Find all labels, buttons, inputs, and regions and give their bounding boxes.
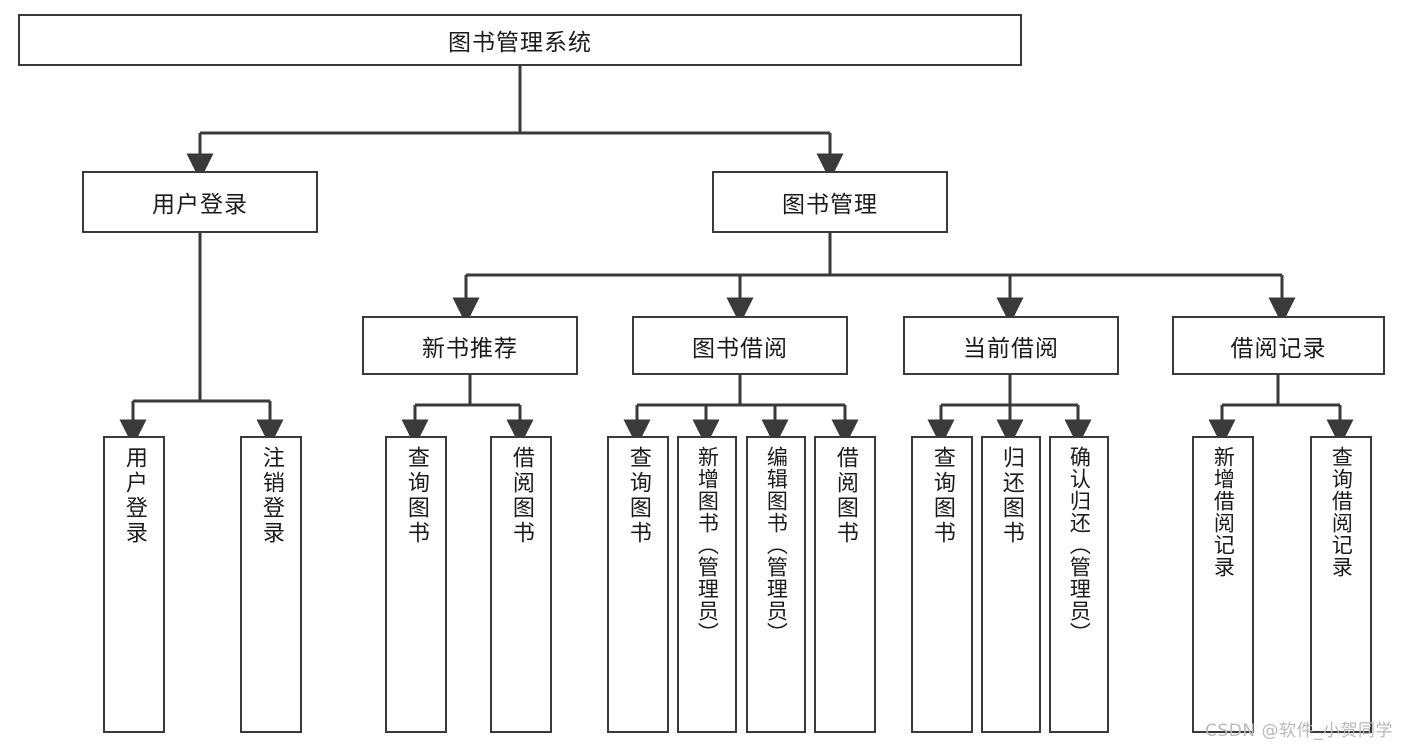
leaf-recommend-query-book[interactable]: 查询图书 <box>385 436 447 733</box>
leaf-label: 新增借阅记录 <box>1211 446 1236 578</box>
leaf-current-query-book[interactable]: 查询图书 <box>911 436 973 733</box>
node-borrow-record-label: 借阅记录 <box>1230 335 1327 362</box>
node-current-borrow[interactable]: 当前借阅 <box>903 316 1119 375</box>
node-borrow-record[interactable]: 借阅记录 <box>1172 316 1385 375</box>
leaf-label: 查询图书 <box>403 446 429 546</box>
node-new-book-recommend[interactable]: 新书推荐 <box>362 316 578 375</box>
leaf-label: 查询图书 <box>929 446 955 546</box>
leaf-label: 查询借阅记录 <box>1329 446 1354 578</box>
node-book-borrow-label: 图书借阅 <box>692 335 788 362</box>
leaf-label: 借阅图书 <box>832 446 858 546</box>
leaf-current-return-book[interactable]: 归还图书 <box>981 436 1041 733</box>
leaf-record-add-record[interactable]: 新增借阅记录 <box>1192 436 1254 733</box>
node-user-login[interactable]: 用户登录 <box>82 171 318 233</box>
leaf-label: 新增图书（管理员） <box>695 446 720 644</box>
leaf-borrow-add-book-admin[interactable]: 新增图书（管理员） <box>677 436 737 733</box>
node-root-label: 图书管理系统 <box>448 30 592 56</box>
watermark: CSDN @软件_小贺同学 <box>1205 721 1393 741</box>
node-root[interactable]: 图书管理系统 <box>18 14 1022 66</box>
leaf-user-login-logout[interactable]: 注销登录 <box>240 436 302 733</box>
leaf-label: 借阅图书 <box>508 446 534 546</box>
leaf-label: 归还图书 <box>998 446 1024 546</box>
leaf-recommend-borrow-book[interactable]: 借阅图书 <box>490 436 552 733</box>
node-user-login-label: 用户登录 <box>152 192 248 218</box>
node-book-management-label: 图书管理 <box>782 192 878 218</box>
leaf-current-confirm-return-admin[interactable]: 确认归还（管理员） <box>1049 436 1109 733</box>
leaf-user-login-login[interactable]: 用户登录 <box>103 436 165 733</box>
leaf-label: 确认归还（管理员） <box>1067 446 1092 644</box>
leaf-borrow-query-book[interactable]: 查询图书 <box>607 436 669 733</box>
leaf-label: 编辑图书（管理员） <box>764 446 789 644</box>
leaf-record-query-record[interactable]: 查询借阅记录 <box>1310 436 1372 733</box>
node-current-borrow-label: 当前借阅 <box>963 335 1059 362</box>
node-book-borrow[interactable]: 图书借阅 <box>632 316 848 375</box>
leaf-borrow-edit-book-admin[interactable]: 编辑图书（管理员） <box>746 436 806 733</box>
node-book-management[interactable]: 图书管理 <box>712 171 948 233</box>
leaf-label: 查询图书 <box>625 446 651 546</box>
node-new-book-recommend-label: 新书推荐 <box>422 335 518 362</box>
leaf-label: 用户登录 <box>121 446 147 546</box>
leaf-borrow-borrow-book[interactable]: 借阅图书 <box>814 436 876 733</box>
leaf-label: 注销登录 <box>258 446 284 546</box>
